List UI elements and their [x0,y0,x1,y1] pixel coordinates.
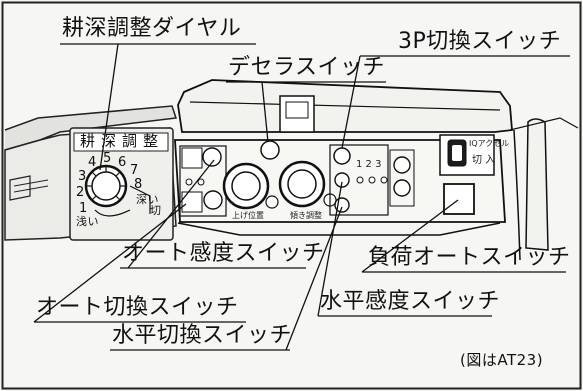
leader-3p [341,55,361,149]
dial-scale-2: 2 [76,185,85,200]
iq-accel-label: IQアクセル [469,139,510,148]
dial-scale-3: 3 [78,169,87,184]
label-load-auto-switch: 負荷オートスイッチ [368,245,571,270]
dial-title: 耕深調整 [80,132,165,150]
tilt-adjust-label: 傾き調整 [290,211,322,220]
label-auto-switch: オート切換スイッチ [36,295,239,320]
three-p-switch-cluster [329,144,389,216]
dial-deep-label: 深い [136,193,159,206]
dial-shallow-label: 浅い [76,215,99,228]
label-auto-sensitivity-switch: オート感度スイッチ [122,241,325,266]
dial-scale-8: 8 [134,177,143,192]
leader-lines [33,43,459,351]
label-deceleration-switch: デセラスイッチ [228,55,386,80]
label-depth-dial: 耕深調整ダイヤル [62,16,242,41]
load-auto-switch-button [443,183,475,215]
leader-deceleration [261,81,269,143]
leader-depth-dial [99,43,119,171]
label-level-switch: 水平切換スイッチ [112,323,293,348]
dial-scale-7: 7 [130,163,139,178]
three-p-numbers: 1 2 3 [356,159,382,170]
dial-scale-6: 6 [118,155,127,170]
up-position-label: 上げ位置 [232,211,264,220]
dial-cut-label: 切 [150,204,162,217]
off-on-label: 切 入 [472,155,496,166]
dial-scale-4: 4 [88,155,97,170]
dial-scale-1: 1 [79,201,88,216]
three-p-button [333,147,351,165]
leader-auto-switch [33,203,187,323]
deceleration-switch-button [260,140,280,160]
dial-scale-5: 5 [103,151,112,166]
label-three-p-switch: 3P切換スイッチ [398,29,562,54]
leader-level-switch [285,206,343,351]
leader-level-sensitivity [317,181,343,317]
label-level-sensitivity-switch: 水平感度スイッチ [320,289,501,314]
figure-caption: (図はAT23) [460,351,544,369]
right-lever [525,118,549,251]
leader-auto-sensitivity [127,159,215,269]
leader-load-auto [361,199,459,273]
